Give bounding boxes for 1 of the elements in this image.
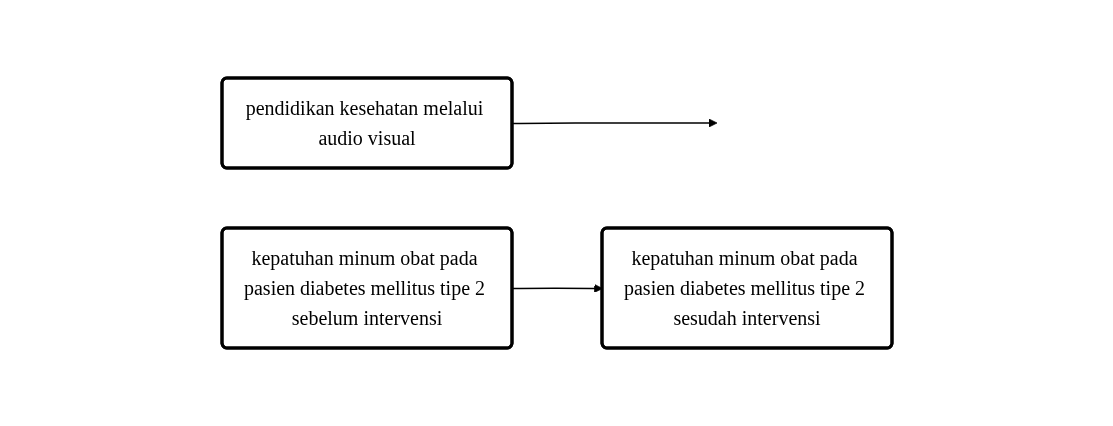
arrow [511, 118, 717, 128]
